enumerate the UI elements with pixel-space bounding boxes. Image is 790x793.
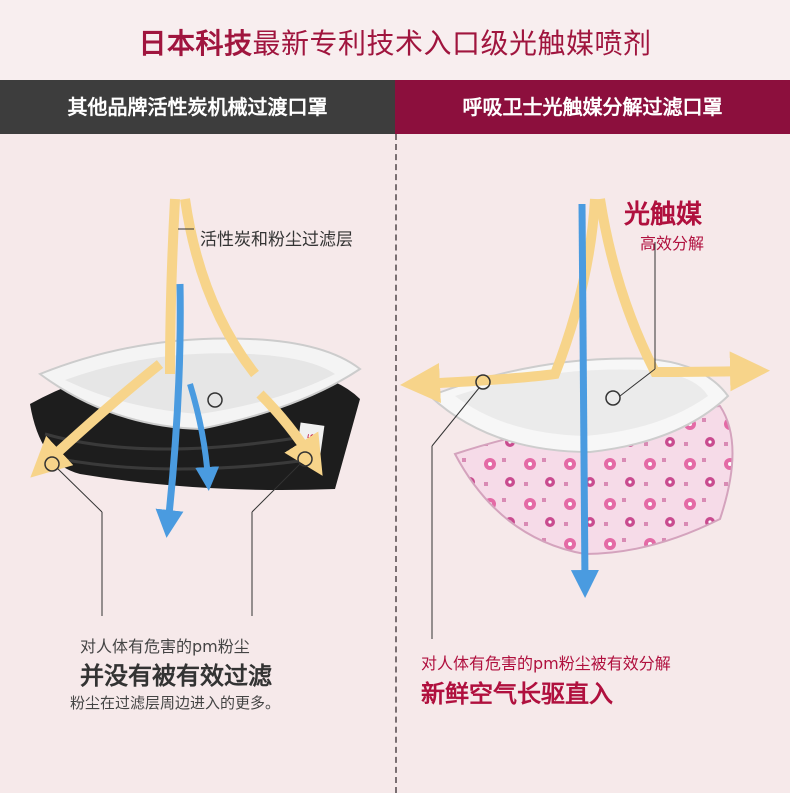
left-caption-headline: 并没有被有效过滤: [80, 662, 272, 690]
title-bar: 日本科技最新专利技术入口级光触媒喷剂: [0, 0, 790, 80]
left-column-header: 其他品牌活性炭机械过渡口罩: [0, 80, 395, 134]
comparison-illustration: 2.5: [30, 198, 770, 639]
filter-layer-label: 活性炭和粉尘过滤层: [200, 230, 353, 250]
page-title-highlight: 日本科技: [138, 27, 253, 60]
page-title: 日本科技最新专利技术入口级光触媒喷剂: [0, 22, 790, 62]
column-divider: [395, 134, 397, 793]
floral-mask-illustration: [400, 198, 770, 639]
right-column-header: 呼吸卫士光触媒分解过滤口罩: [395, 80, 790, 134]
right-caption-headline: 新鲜空气长驱直入: [421, 680, 613, 708]
black-mask-illustration: 2.5: [30, 198, 362, 616]
photocatalyst-sub-label: 高效分解: [640, 234, 705, 253]
right-caption-line1: 对人体有危害的pm粉尘被有效分解: [421, 654, 671, 673]
photocatalyst-label: 光触媒: [624, 200, 703, 230]
page-title-rest: 最新专利技术入口级光触媒喷剂: [252, 27, 652, 60]
left-caption-line3: 粉尘在过滤层周边进入的更多。: [70, 694, 281, 712]
left-caption-line1: 对人体有危害的pm粉尘: [80, 637, 250, 656]
